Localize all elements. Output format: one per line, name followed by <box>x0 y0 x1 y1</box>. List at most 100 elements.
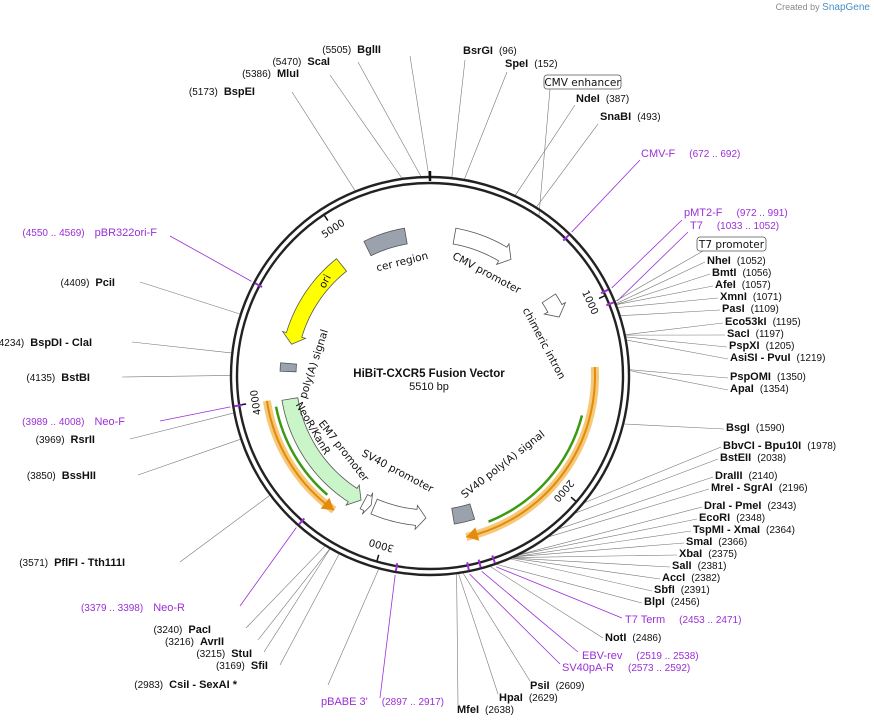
feature-chimeric-intron <box>541 293 567 318</box>
site-bspdi-clai: (4234)BspDI - ClaI <box>0 337 92 349</box>
orf-arcs <box>262 366 599 541</box>
leader-nhei <box>616 261 706 304</box>
site-position: (1052) <box>737 256 766 267</box>
site-scai: (5470)ScaI <box>272 56 330 68</box>
site-bstbi: (4135)BstBI <box>26 372 90 384</box>
primer-leader-t7-term <box>496 566 623 619</box>
site-saci: SacI(1197) <box>727 328 784 340</box>
site-xbai: XbaI(2375) <box>679 548 737 560</box>
site-name: AfeI <box>715 279 736 291</box>
site-position: (2348) <box>736 513 765 524</box>
site-position: (2343) <box>767 501 796 512</box>
site-position: (1197) <box>756 329 784 340</box>
site-rsrii: (3969) RsrII <box>36 434 95 446</box>
primer-leader-cmv-f <box>571 159 641 233</box>
primer-leader-t7 <box>617 231 689 302</box>
site-drai-pmei: DraI - PmeI (2343) <box>704 500 796 512</box>
site-name: BmtI <box>712 267 736 279</box>
leader-eco53ki <box>625 322 724 335</box>
leader-afei <box>616 285 714 305</box>
site-name: BstBI <box>61 372 90 384</box>
site-position: (3969) <box>36 435 65 446</box>
primer-range: (4550 .. 4569) <box>22 228 84 239</box>
primer-name: Neo-R <box>153 602 185 614</box>
leader-bmti <box>616 273 711 305</box>
primer-name: SV40pA-R <box>562 662 614 674</box>
leader-hpai <box>458 573 499 695</box>
primer-neo-f: (3989 .. 4008)Neo-F <box>22 416 125 428</box>
primer-range: (3989 .. 4008) <box>22 417 84 428</box>
site-position: (3571) <box>19 558 48 569</box>
leader-blpi <box>496 564 643 604</box>
site-position: (2391) <box>681 585 710 596</box>
box-cmv-enhancer <box>543 74 622 90</box>
leader-avrii <box>257 548 330 641</box>
site-xmni: XmnI(1071) <box>720 291 782 303</box>
tick-mark-5000 <box>323 215 329 221</box>
site-name: DraIII <box>715 470 743 482</box>
site-avrii: (3216)AvrII <box>165 636 224 648</box>
site-bglii: (5505)BglII <box>322 44 381 56</box>
site-position: (2375) <box>708 549 737 560</box>
primer-markers <box>234 234 615 572</box>
primer-marker-neo-f <box>234 404 243 408</box>
feature-cer-region <box>363 227 408 257</box>
snapgene-logo: SnapGene <box>822 2 870 13</box>
primer-marker-cmv-f <box>562 234 570 242</box>
site-position: (3169) <box>216 661 245 672</box>
primer-name: pMT2-F <box>684 207 723 219</box>
primer-range: (2453 .. 2471) <box>679 615 741 626</box>
orf-arrowhead-2 <box>320 497 334 511</box>
primer-range: (672 .. 692) <box>689 149 740 160</box>
site-name: AccI <box>662 572 685 584</box>
site-name: PacI <box>188 624 211 636</box>
site-paci: (3240)PacI <box>153 624 211 636</box>
site-name: SmaI <box>686 536 712 548</box>
site-name: PciI <box>95 277 115 289</box>
site-name: AvrII <box>200 636 224 648</box>
leader-asisi-pvui <box>626 339 729 360</box>
site-position: (2456) <box>671 597 700 608</box>
site-position: (3215) <box>196 649 225 660</box>
feature-em7-promoter <box>359 492 374 515</box>
site-name: DraI - PmeI <box>704 500 761 512</box>
site-asisi-pvui: AsiSI - PvuI(1219) <box>730 352 825 364</box>
feature-label-ori: ori <box>317 273 334 291</box>
site-position: (96) <box>499 46 517 57</box>
primer-pmt2-f: pMT2-F(972 .. 991) <box>684 207 788 219</box>
site-position: (493) <box>637 112 660 123</box>
box-leader-cmv-enhancer <box>538 88 551 216</box>
site-sali: SalI(2381) <box>672 560 726 572</box>
leader-pasi <box>620 309 721 317</box>
site-snabi: SnaBI(493) <box>600 111 661 123</box>
site-position: (4234) <box>0 338 24 349</box>
leader-spei <box>464 71 508 180</box>
site-name: AsiSI - PvuI <box>730 352 791 364</box>
site-name: NotI <box>605 632 626 644</box>
primer-leader-pmt2-f <box>611 219 683 289</box>
site-name: MreI - SgrAI <box>711 482 773 494</box>
feature-ori <box>281 258 348 345</box>
leader-bglii <box>409 55 430 177</box>
site-name: MluI <box>277 68 299 80</box>
plasmid-name: HiBiT-CXCR5 Fusion Vector <box>353 368 505 380</box>
site-sfii: (3169)SfiI <box>216 660 268 672</box>
feature-label-cmv-promoter: CMV promoter <box>450 250 523 296</box>
leader-snabi <box>536 123 599 207</box>
site-eco53ki: Eco53kI(1195) <box>725 316 801 328</box>
site-pspomi: PspOMI(1350) <box>730 371 806 383</box>
site-position: (1195) <box>773 317 801 328</box>
site-position: (2629) <box>529 693 558 704</box>
site-sbfi: SbfI(2391) <box>654 584 710 596</box>
site-position: (1354) <box>760 384 789 395</box>
leader-bstbi <box>121 375 231 378</box>
site-bsshii: (3850)BssHII <box>27 470 96 482</box>
leader-pflfi-tth111i <box>179 495 270 563</box>
site-name: RsrII <box>71 434 95 446</box>
primer-leader-pbr322ori-f <box>169 235 252 282</box>
site-name: SpeI <box>505 58 528 70</box>
site-mlui: (5386)MluI <box>242 68 299 80</box>
feature-neor-kanr <box>281 397 362 506</box>
site-position: (1350) <box>777 372 806 383</box>
